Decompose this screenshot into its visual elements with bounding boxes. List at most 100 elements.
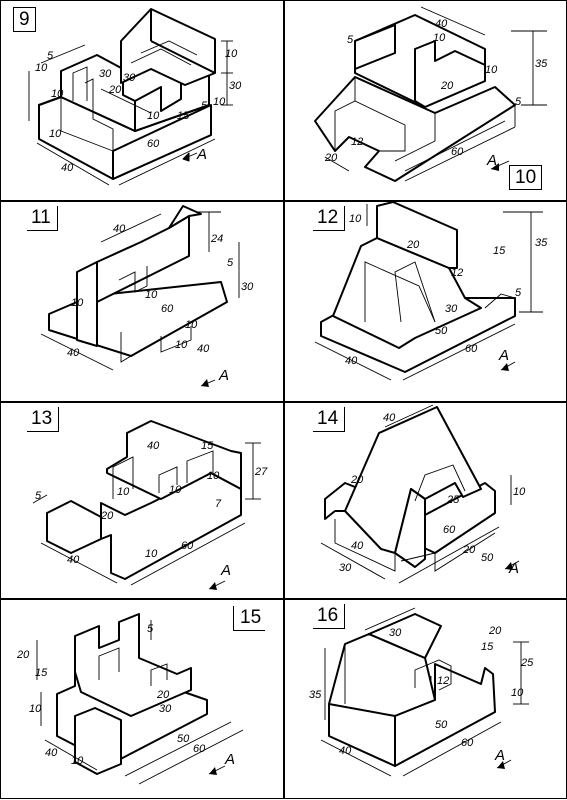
dim-label: 35: [535, 58, 548, 70]
dim-label: 60: [461, 737, 474, 749]
dim-label: 7: [215, 498, 222, 510]
dim-label: 12: [351, 136, 363, 148]
isometric-figure: 40 20 25 10 60 40 20 50 30 A: [320, 404, 526, 584]
dim-label: 10: [513, 486, 526, 498]
panel-9: 9 5 10 30: [0, 0, 284, 201]
view-direction-label: A: [196, 146, 207, 163]
dim-label: 35: [535, 237, 548, 249]
dim-label: 50: [481, 552, 494, 564]
panel-11: 11 40 24 5 10 30 10 60 10 40 40: [0, 201, 284, 402]
dim-label: 10: [145, 289, 158, 301]
dim-label: 5: [35, 490, 42, 502]
dim-label: 10: [49, 128, 62, 140]
isometric-figure: 10 35 20 15 12 30 5 50 60 40 A: [314, 202, 548, 381]
dim-label: 5: [227, 257, 234, 269]
dim-label: 60: [161, 303, 174, 315]
dim-label: 25: [446, 494, 460, 506]
view-direction-label: A: [224, 751, 235, 768]
dim-label: 10: [35, 62, 48, 74]
isometric-figure: 40 5 10 10 35 20 5 12 20 60 A: [314, 6, 548, 182]
panel-10: 10 40 5 10 10 35 20 5 12: [284, 0, 567, 201]
dim-label: 25: [520, 657, 534, 669]
figure-number: 14: [313, 407, 346, 432]
isometric-figure: 40 24 5 10 30 10 60 10 40 40 10 A: [40, 205, 254, 387]
dim-label: 10: [71, 297, 84, 309]
dim-label: 10: [185, 319, 198, 331]
dim-label: 40: [61, 162, 74, 174]
dim-label: 5: [201, 100, 208, 112]
dim-label: 60: [443, 524, 456, 536]
figure-number: 13: [27, 407, 60, 432]
isometric-figure: 40 15 27 10 10 10 7 20 5 10 40 60 A: [32, 420, 268, 590]
dim-label: 40: [351, 540, 364, 552]
figure-number: 11: [27, 206, 58, 231]
dim-label: 10: [169, 484, 182, 496]
figure-number: 9: [13, 7, 36, 32]
dim-label: 30: [123, 72, 136, 84]
dim-label: 10: [117, 486, 130, 498]
dim-label: 60: [147, 138, 160, 150]
dim-label: 30: [389, 627, 402, 639]
figure-number: 12: [313, 206, 346, 231]
dim-label: 10: [511, 687, 524, 699]
dim-label: 15: [201, 440, 214, 452]
dim-label: 20: [440, 80, 454, 92]
dim-label: 10: [145, 548, 158, 560]
dim-label: 20: [16, 649, 30, 661]
dim-label: 5: [147, 623, 154, 635]
dim-label: 30: [445, 303, 458, 315]
dim-label: 20: [462, 544, 476, 556]
figure-number: 15: [233, 606, 266, 631]
dim-label: 40: [383, 412, 396, 424]
figure-number: 10: [509, 165, 543, 190]
dim-label: 40: [45, 747, 58, 759]
isometric-figure: 20 15 5 20 30 10 40 10 50 60 A: [16, 613, 244, 785]
dim-label: 12: [437, 675, 449, 687]
dim-label: 50: [435, 719, 448, 731]
view-direction-label: A: [486, 152, 497, 169]
dim-label: 20: [108, 84, 122, 96]
panel-14: 14 40 20 25 10 60 40 20 50 30 A: [284, 402, 567, 599]
dim-label: 20: [488, 625, 502, 637]
dim-label: 20: [350, 474, 364, 486]
dim-label: 10: [207, 470, 220, 482]
dim-label: 40: [435, 18, 448, 30]
dim-label: 50: [177, 733, 190, 745]
dim-label: 15: [481, 641, 494, 653]
dim-label: 30: [99, 68, 112, 80]
dim-label: 5: [47, 50, 54, 62]
panel-15: 15 20 15 5 20 30 10 40 10 50 60 A: [0, 599, 284, 799]
dim-label: 60: [193, 743, 206, 755]
isometric-figure: 30 20 15 12 25 35 10 50 40 60 A: [309, 607, 534, 777]
dim-label: 27: [254, 466, 268, 478]
dim-label: 15: [35, 667, 48, 679]
view-direction-label: A: [508, 560, 519, 577]
figure-number: 16: [313, 604, 346, 629]
dim-label: 24: [210, 233, 223, 245]
dim-label: 40: [339, 745, 352, 757]
dim-label: 30: [159, 703, 172, 715]
view-direction-label: A: [218, 367, 229, 384]
dim-label: 40: [113, 223, 126, 235]
dim-label: 10: [433, 32, 446, 44]
dim-label: 40: [67, 554, 80, 566]
dim-label: 40: [197, 343, 210, 355]
dim-label: 30: [339, 562, 352, 574]
dim-label: 60: [451, 146, 464, 158]
dim-label: 20: [324, 152, 338, 164]
dim-label: 20: [100, 510, 114, 522]
dim-label: 10: [71, 755, 84, 767]
panel-12: 12 10 35 20 15 12 30 5 50 60 40: [284, 201, 567, 402]
dim-label: 10: [485, 64, 498, 76]
dim-label: 5: [515, 96, 522, 108]
dim-label: 15: [493, 245, 506, 257]
dim-label: 20: [406, 239, 420, 251]
dim-label: 35: [309, 689, 322, 701]
dim-label: 10: [225, 48, 238, 60]
dim-label: 40: [67, 347, 80, 359]
dim-label: 15: [177, 110, 190, 122]
panel-13: 13 40 15 27 10 10 10 7 20 5 10: [0, 402, 284, 599]
view-direction-label: A: [220, 562, 231, 579]
dim-label: 5: [515, 287, 522, 299]
isometric-figure: 5 10 30 10 30 10 20 10 15 5 10 60 40 10 …: [28, 8, 242, 186]
